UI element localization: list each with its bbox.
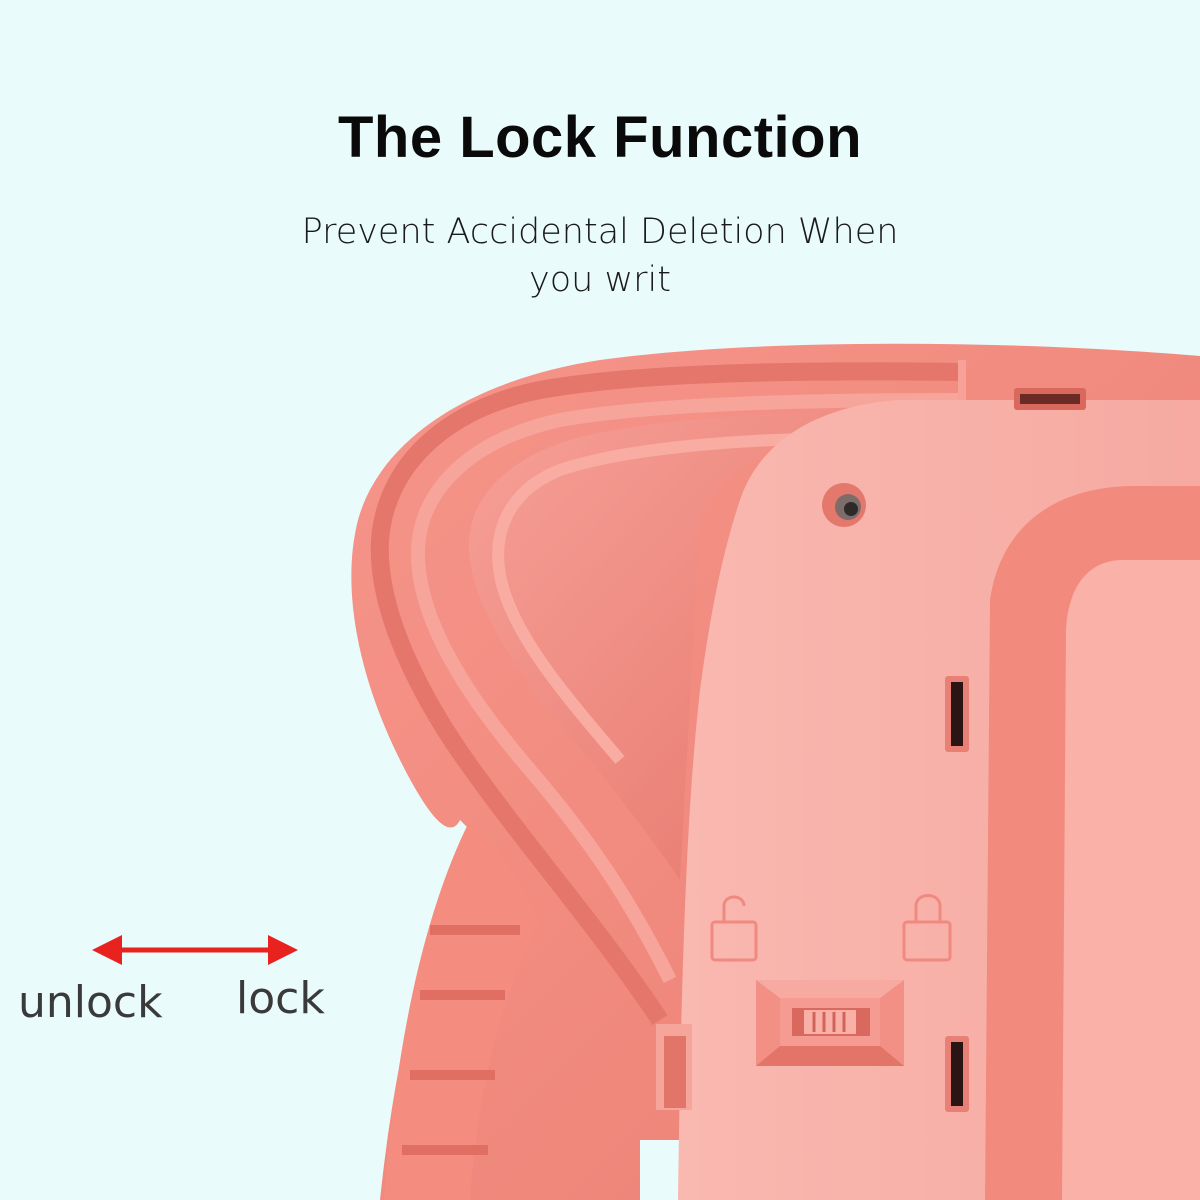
slider-knob	[804, 1010, 856, 1034]
double-headed-arrow-icon	[92, 935, 298, 965]
stand-ribs	[402, 925, 520, 1155]
lock-label: lock	[236, 973, 325, 1024]
unlock-label: unlock	[18, 977, 163, 1028]
device-stand-leg	[384, 820, 540, 1200]
side-slot-upper	[945, 676, 969, 752]
device-rim-groove	[370, 362, 961, 1025]
screw-hole	[822, 483, 866, 527]
side-slot-lower	[945, 1036, 969, 1112]
locked-padlock-icon	[902, 894, 952, 962]
device-inner-tray	[468, 410, 900, 880]
device-rim-groove-inner	[410, 393, 961, 984]
edge-slot	[656, 1024, 692, 1110]
page-title: The Lock Function	[337, 105, 863, 170]
page-subtitle: Prevent Accidental Deletion When you wri…	[301, 212, 899, 300]
lock-slider-switch[interactable]	[756, 980, 904, 1066]
unlocked-padlock-icon	[710, 895, 758, 962]
back-panel-inset	[1062, 560, 1200, 1200]
device-inner-ridge	[492, 432, 841, 764]
